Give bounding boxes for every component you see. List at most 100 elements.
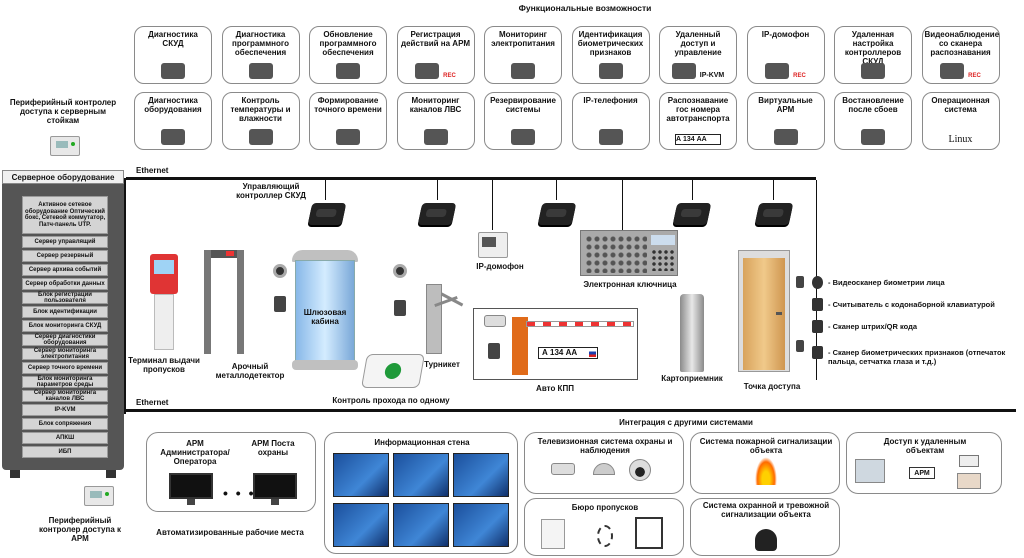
workstations-label: Автоматизированные рабочие места bbox=[156, 528, 304, 537]
intercom-device bbox=[478, 232, 508, 258]
server-icon bbox=[511, 129, 535, 145]
rack-item: Сервер обработки данных bbox=[22, 278, 108, 290]
cctv-box: Телевизионная система охраны и наблюдени… bbox=[524, 432, 684, 494]
license-plate: А 134 АА bbox=[538, 347, 598, 359]
feature-label: Операционная система bbox=[931, 96, 990, 114]
feature-label: Формирование точного времени bbox=[314, 96, 382, 114]
server-rack: Серверное оборудование Активное сетевое … bbox=[2, 170, 124, 478]
arm-admin-label: АРМ Администратора/ Оператора bbox=[160, 439, 230, 466]
recovery-icon bbox=[861, 129, 885, 145]
reader-icon bbox=[394, 300, 406, 316]
feature-failure-recovery: Востановление после сбоев bbox=[834, 92, 912, 150]
peripheral-controller-top: Периферийный контролер доступа к серверн… bbox=[4, 98, 124, 168]
chart-icon bbox=[161, 63, 185, 79]
video-wall-screen bbox=[453, 453, 509, 497]
intruder-icon bbox=[755, 529, 777, 551]
license-plate-icon: А 134 АА bbox=[675, 134, 721, 145]
auto-checkpoint-box: А 134 АА bbox=[473, 308, 638, 380]
server-icon bbox=[161, 129, 185, 145]
gear-icon bbox=[248, 63, 273, 79]
feature-power-monitoring: Мониторинг электропитания bbox=[484, 26, 562, 84]
fingerprint-icon bbox=[597, 525, 613, 547]
electronic-key-box bbox=[580, 230, 678, 276]
gear-icon bbox=[861, 63, 885, 79]
rack-item: АПКШ bbox=[22, 432, 108, 444]
feature-system-redundancy: Резервирование системы bbox=[484, 92, 562, 150]
ethernet-bus-bottom bbox=[126, 409, 1016, 412]
feature-label: Диагностика программного обеспечения bbox=[232, 30, 289, 57]
key-box-label: Электронная ключница bbox=[583, 280, 677, 289]
power-meter-icon bbox=[511, 63, 535, 79]
reader-icon bbox=[488, 343, 500, 359]
camera-icon bbox=[273, 264, 287, 278]
feature-label: Идентификация биометрических признаков bbox=[577, 30, 644, 57]
feature-label: Удаленный доступ и управление bbox=[674, 30, 722, 57]
security-alarm-label: Система охранной и тревожной сигнализаци… bbox=[702, 501, 830, 519]
feature-skud-diagnostics: Диагностика СКУД bbox=[134, 26, 212, 84]
network-icon bbox=[423, 129, 448, 145]
video-wall-screen bbox=[393, 503, 449, 547]
turnstile-label: Турникет bbox=[424, 360, 460, 369]
rack-item: Сервер мониторинга электропитания bbox=[22, 348, 108, 360]
rack-item: Блок мониторинга СКУД bbox=[22, 320, 108, 332]
id-card-icon bbox=[541, 519, 565, 549]
feature-lan-monitoring: Мониторинг каналов ЛВС bbox=[396, 92, 475, 150]
arm-small-label: АРМ bbox=[914, 470, 930, 477]
feature-label: Диагностика оборудования bbox=[144, 96, 202, 114]
building-icon bbox=[855, 459, 885, 483]
video-wall-screen bbox=[333, 503, 389, 547]
controller-icon bbox=[307, 203, 347, 225]
feature-video-scanner: Видеонаблюдение со сканера распознавания… bbox=[921, 26, 1000, 84]
feature-label: Виртуальные АРМ bbox=[758, 96, 813, 114]
feature-label: Обновление программного обеспечения bbox=[319, 30, 377, 57]
rack-item: ИБП bbox=[22, 446, 108, 458]
badge-office-label: Бюро пропусков bbox=[571, 503, 639, 512]
feature-ip-telephony: IP-телефония bbox=[571, 92, 650, 150]
feature-virtual-arm: Виртуальные АРМ bbox=[746, 92, 825, 150]
ethernet-label-top: Ethernet bbox=[136, 166, 169, 175]
rack-item: Блок идентификации bbox=[22, 306, 108, 318]
page-title: Функциональные возможности bbox=[518, 3, 652, 13]
feature-label: Резервирование системы bbox=[490, 96, 556, 114]
access-point-label: Точка доступа bbox=[743, 382, 801, 391]
fingerprint-icon bbox=[598, 63, 623, 79]
turnstile bbox=[414, 284, 464, 358]
integration-title: Интеграция с другими системами bbox=[619, 418, 753, 427]
dome-camera-icon bbox=[593, 463, 615, 475]
rack-item: Сервер управлящий bbox=[22, 236, 108, 248]
feature-label: IP-телефония bbox=[583, 96, 638, 105]
airlock-cabin bbox=[292, 250, 358, 370]
feature-biometric-id: Идентификация биометрических признаков bbox=[571, 26, 650, 84]
camera-icon bbox=[484, 315, 506, 327]
legend-item: - Считыватель с кодонаборной клавиатурой bbox=[828, 300, 995, 309]
fire-icon bbox=[755, 457, 777, 485]
phone-icon bbox=[598, 129, 623, 145]
barrier-post bbox=[512, 317, 528, 375]
video-wall-screen bbox=[453, 503, 509, 547]
virtual-desktop-icon bbox=[773, 129, 798, 145]
controller-icon bbox=[537, 203, 577, 225]
card-receiver-label: Картоприемник bbox=[661, 374, 723, 383]
camera-icon bbox=[393, 264, 407, 278]
card-receiver bbox=[680, 294, 704, 372]
barrier-arm bbox=[526, 321, 634, 327]
monitor-icon bbox=[253, 473, 297, 499]
feature-label: Мониторинг электропитания bbox=[491, 30, 555, 48]
reader-icon bbox=[796, 276, 804, 288]
rack-title: Серверное оборудование bbox=[2, 170, 124, 184]
ethernet-label-bottom: Ethernet bbox=[136, 398, 169, 407]
monitor-icon bbox=[169, 473, 213, 499]
remote-access-box: Доступ к удаленным объектам АРМ bbox=[846, 432, 1002, 494]
airlock-label: Шлюзовая кабина bbox=[303, 308, 347, 326]
rack-item: Сервер резервный bbox=[22, 250, 108, 262]
badge-office-box: Бюро пропусков bbox=[524, 498, 684, 556]
ipkvm-label: IP-KVM bbox=[699, 72, 725, 79]
camera-icon bbox=[940, 63, 965, 79]
controller-label: Управляющий контроллер СКУД bbox=[236, 182, 306, 200]
ethernet-bus-top bbox=[126, 177, 816, 180]
rack-item: Активное сетевое оборудование Оптический… bbox=[22, 196, 108, 234]
camera-icon bbox=[812, 276, 823, 289]
